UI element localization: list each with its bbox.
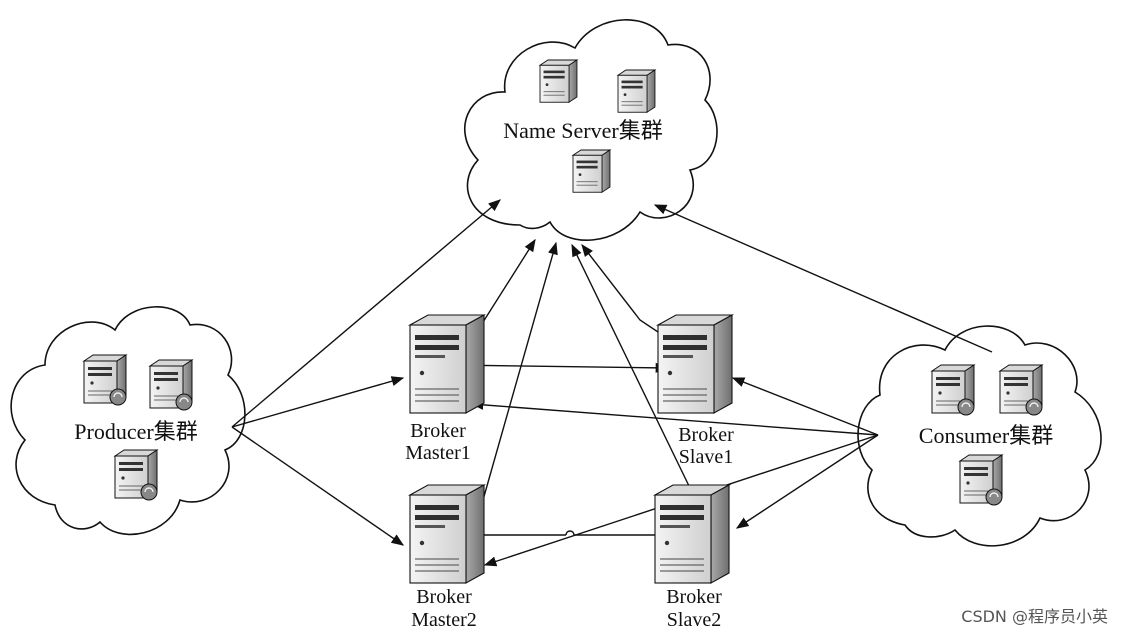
name-server-cluster: Name Server集群 [503, 59, 663, 193]
server-icon [539, 59, 578, 103]
broker-slave1-line2: Slave1 [679, 446, 733, 468]
edge-slave2-nameserver [571, 243, 691, 489]
broker-server-icon [409, 314, 485, 414]
name-server-label: Name Server集群 [503, 118, 662, 143]
broker-server-icon [657, 314, 733, 414]
edge-master2-slave2-hop [565, 530, 575, 536]
producer-cluster: Producer集群 [74, 355, 198, 500]
broker-master1-line1: Broker [410, 420, 466, 442]
edge-master1-slave1 [449, 362, 669, 373]
broker-master2-line2: Master2 [411, 609, 477, 631]
client-server-icon [1000, 365, 1042, 415]
client-server-icon [115, 450, 157, 500]
client-server-icon [932, 365, 974, 415]
broker-master1-line2: Master1 [405, 442, 471, 464]
edge-consumer-slave2 [735, 434, 879, 529]
client-server-icon [150, 360, 192, 410]
watermark: CSDN @程序员小英 [961, 607, 1108, 626]
edge-consumer-master1 [470, 399, 879, 436]
broker-master2: Broker Master2 [409, 484, 485, 631]
edge-producer-master2 [231, 426, 405, 546]
edge-master2-nameserver [482, 241, 558, 501]
edge-consumer-slave1 [731, 377, 879, 436]
server-icon [572, 149, 611, 193]
edge-producer-master1 [231, 376, 405, 428]
server-icon [617, 69, 656, 113]
broker-slave2-line1: Broker [666, 586, 722, 608]
client-server-icon [960, 455, 1002, 505]
edge-producer-nameserver [231, 199, 501, 428]
broker-slave1: Broker Slave1 [657, 314, 734, 468]
broker-slave2-line2: Slave2 [667, 609, 721, 631]
broker-master2-line1: Broker [416, 586, 472, 608]
producer-label: Producer集群 [74, 419, 197, 444]
broker-server-icon [654, 484, 730, 584]
broker-master1: Broker Master1 [405, 314, 485, 464]
client-server-icon [84, 355, 126, 405]
broker-server-icon [409, 484, 485, 584]
broker-slave2: Broker Slave2 [654, 484, 730, 631]
broker-slave1-line1: Broker [678, 424, 734, 446]
consumer-label: Consumer集群 [919, 423, 1053, 448]
consumer-cluster: Consumer集群 [919, 365, 1053, 505]
edge-consumer-nameserver [653, 204, 993, 353]
